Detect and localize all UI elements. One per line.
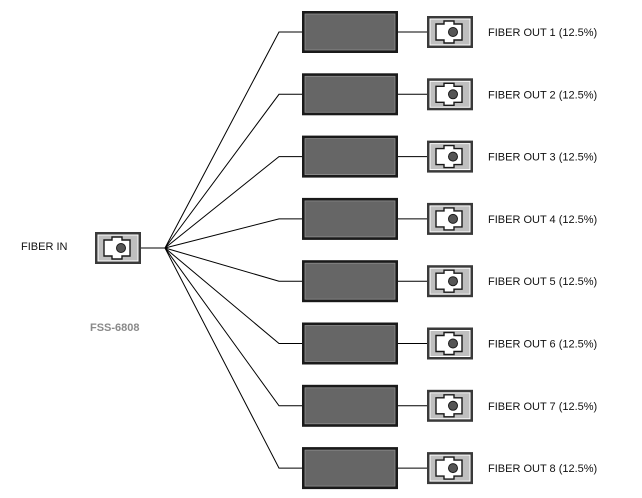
- fiber-out-label: FIBER OUT 1 (12.5%): [488, 27, 597, 39]
- splitter-box: [302, 322, 398, 365]
- fiber-in-connector: [95, 232, 141, 264]
- fiber-out-connector: [427, 16, 473, 48]
- fiber-out-connector: [427, 452, 473, 485]
- fiber-out-connector: [427, 140, 473, 173]
- fiber-out-connector: [427, 389, 473, 422]
- splitter-box: [302, 11, 398, 53]
- fiber-out-connector: [427, 78, 473, 111]
- fiber-out-connector: [427, 265, 473, 298]
- output-labels: FIBER OUT 1 (12.5%) FIBER OUT 2 (12.5%) FI…: [488, 27, 597, 475]
- splitter-box: [302, 135, 398, 178]
- fiber-out-label: FIBER OUT 2 (12.5%): [488, 89, 597, 101]
- model-label: FSS-6808: [90, 322, 140, 334]
- fiber-out-label: FIBER OUT 3 (12.5%): [488, 152, 597, 164]
- splitter-modules: [302, 11, 398, 490]
- fiber-line: [164, 218, 304, 249]
- fiber-out-label: FIBER OUT 7 (12.5%): [488, 401, 597, 413]
- fiber-line: [164, 156, 304, 249]
- fiber-out-label: FIBER OUT 4 (12.5%): [488, 214, 597, 226]
- splitter-box: [302, 447, 398, 490]
- fiber-in-label: FIBER IN: [21, 241, 68, 253]
- splitter-box: [302, 73, 398, 116]
- fiber-out-label: FIBER OUT 6 (12.5%): [488, 339, 597, 351]
- fiber-out-connector: [427, 327, 473, 360]
- splitter-box: [302, 197, 398, 240]
- fiber-line: [164, 247, 304, 344]
- splitter-box: [302, 260, 398, 303]
- fiber-line: [164, 93, 304, 249]
- fiber-out-label: FIBER OUT 5 (12.5%): [488, 276, 597, 288]
- splitter-box: [302, 384, 398, 427]
- fiber-out-label: FIBER OUT 8 (12.5%): [488, 463, 597, 475]
- fiber-out-connector: [427, 202, 473, 235]
- fiber-connectors: [95, 16, 473, 485]
- fiber-line: [164, 247, 304, 407]
- fiber-line: [164, 247, 304, 469]
- fiber-lines: [141, 31, 427, 469]
- fiber-line: [164, 31, 304, 249]
- fiber-line: [164, 247, 304, 282]
